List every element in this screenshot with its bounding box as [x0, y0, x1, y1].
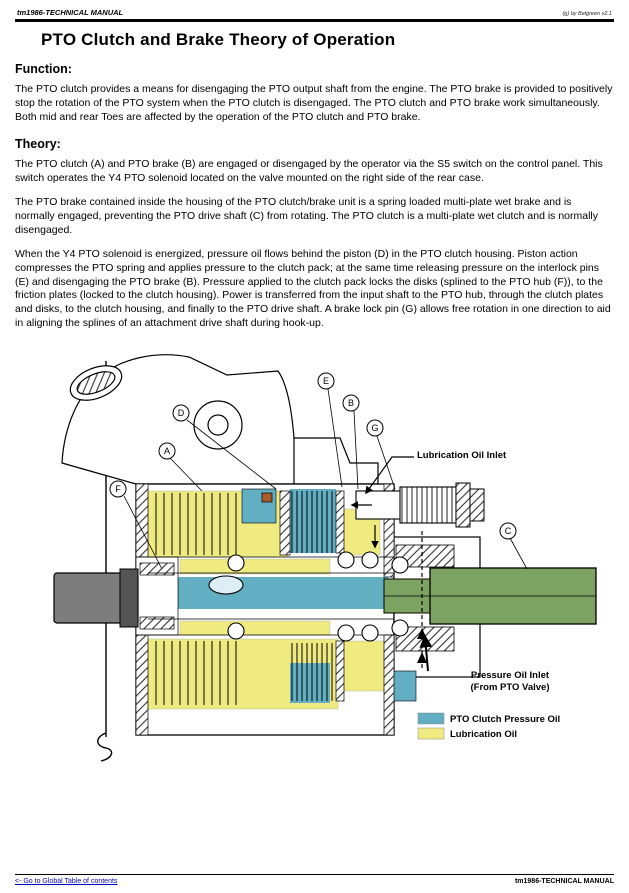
- assembly-structure-lines: [136, 556, 394, 636]
- callout-c-label: C: [505, 526, 512, 536]
- callout-c: C: [499, 522, 517, 540]
- callout-g-label: G: [371, 423, 378, 433]
- theory-paragraph-3: When the Y4 PTO solenoid is energized, p…: [15, 247, 611, 330]
- page-footer: <- Go to Global Table of contents tm1986…: [15, 874, 614, 885]
- lubrication-inlet-label: Lubrication Oil Inlet: [417, 450, 507, 461]
- lubrication-flow-arrows: [350, 456, 414, 549]
- legend-swatch-lubrication-oil: [417, 728, 445, 740]
- diagram-svg: A B C D E F G Lubrication Oil Inlet Pres…: [53, 354, 597, 763]
- lubrication-inlet-fitting: [355, 482, 485, 528]
- pto-clutch-diagram: A B C D E F G Lubrication Oil Inlet Pres…: [40, 341, 600, 778]
- theory-paragraph-1: The PTO clutch (A) and PTO brake (B) are…: [15, 157, 603, 184]
- callout-e-label: E: [323, 376, 329, 386]
- callout-b-label: B: [348, 398, 354, 408]
- theory-paragraph-2: The PTO brake contained inside the housi…: [15, 195, 599, 236]
- callout-a: A: [158, 442, 176, 460]
- callout-b: B: [342, 394, 360, 412]
- input-shaft: [53, 568, 139, 628]
- global-toc-link[interactable]: <- Go to Global Table of contents: [15, 878, 118, 885]
- callout-leaders: [123, 389, 528, 570]
- pressure-inlet-arrow: [419, 634, 433, 672]
- callout-f-label: F: [115, 484, 121, 494]
- diagram-legend: PTO Clutch Pressure Oil Lubrication Oil: [417, 713, 560, 740]
- page-header: tm1986-TECHNICAL MANUAL (g) by Belgreen …: [15, 6, 614, 18]
- callouts: A B C D E F G: [109, 372, 517, 540]
- pressure-inlet-label-line1: Pressure Oil Inlet: [471, 670, 550, 681]
- callout-f: F: [109, 480, 127, 498]
- legend-label-lubrication-oil: Lubrication Oil: [450, 729, 517, 740]
- housing-top-casting: [61, 354, 379, 485]
- header-manual-title: tm1986-TECHNICAL MANUAL: [17, 8, 124, 17]
- callout-g: G: [366, 419, 384, 437]
- callout-e: E: [317, 372, 335, 390]
- pressure-inlet-label-line2: (From PTO Valve): [470, 682, 549, 693]
- function-heading: Function:: [15, 62, 72, 76]
- function-paragraph: The PTO clutch provides a means for dise…: [15, 83, 613, 123]
- callout-d: D: [172, 404, 190, 422]
- legend-swatch-pressure-oil: [417, 713, 445, 725]
- footer-manual-title: tm1986-TECHNICAL MANUAL: [514, 878, 614, 885]
- callout-d-label: D: [178, 408, 185, 418]
- page-title: PTO Clutch and Brake Theory of Operation: [41, 30, 396, 49]
- callout-a-label: A: [164, 446, 170, 456]
- legend-label-pressure-oil: PTO Clutch Pressure Oil: [450, 714, 560, 725]
- clutch-plates: [155, 491, 333, 706]
- header-credit: (g) by Belgreen v2.1: [562, 11, 612, 17]
- pto-drive-shaft: [383, 567, 597, 625]
- theory-heading: Theory:: [15, 136, 61, 151]
- bearings: [208, 551, 409, 642]
- header-rule: [15, 19, 614, 22]
